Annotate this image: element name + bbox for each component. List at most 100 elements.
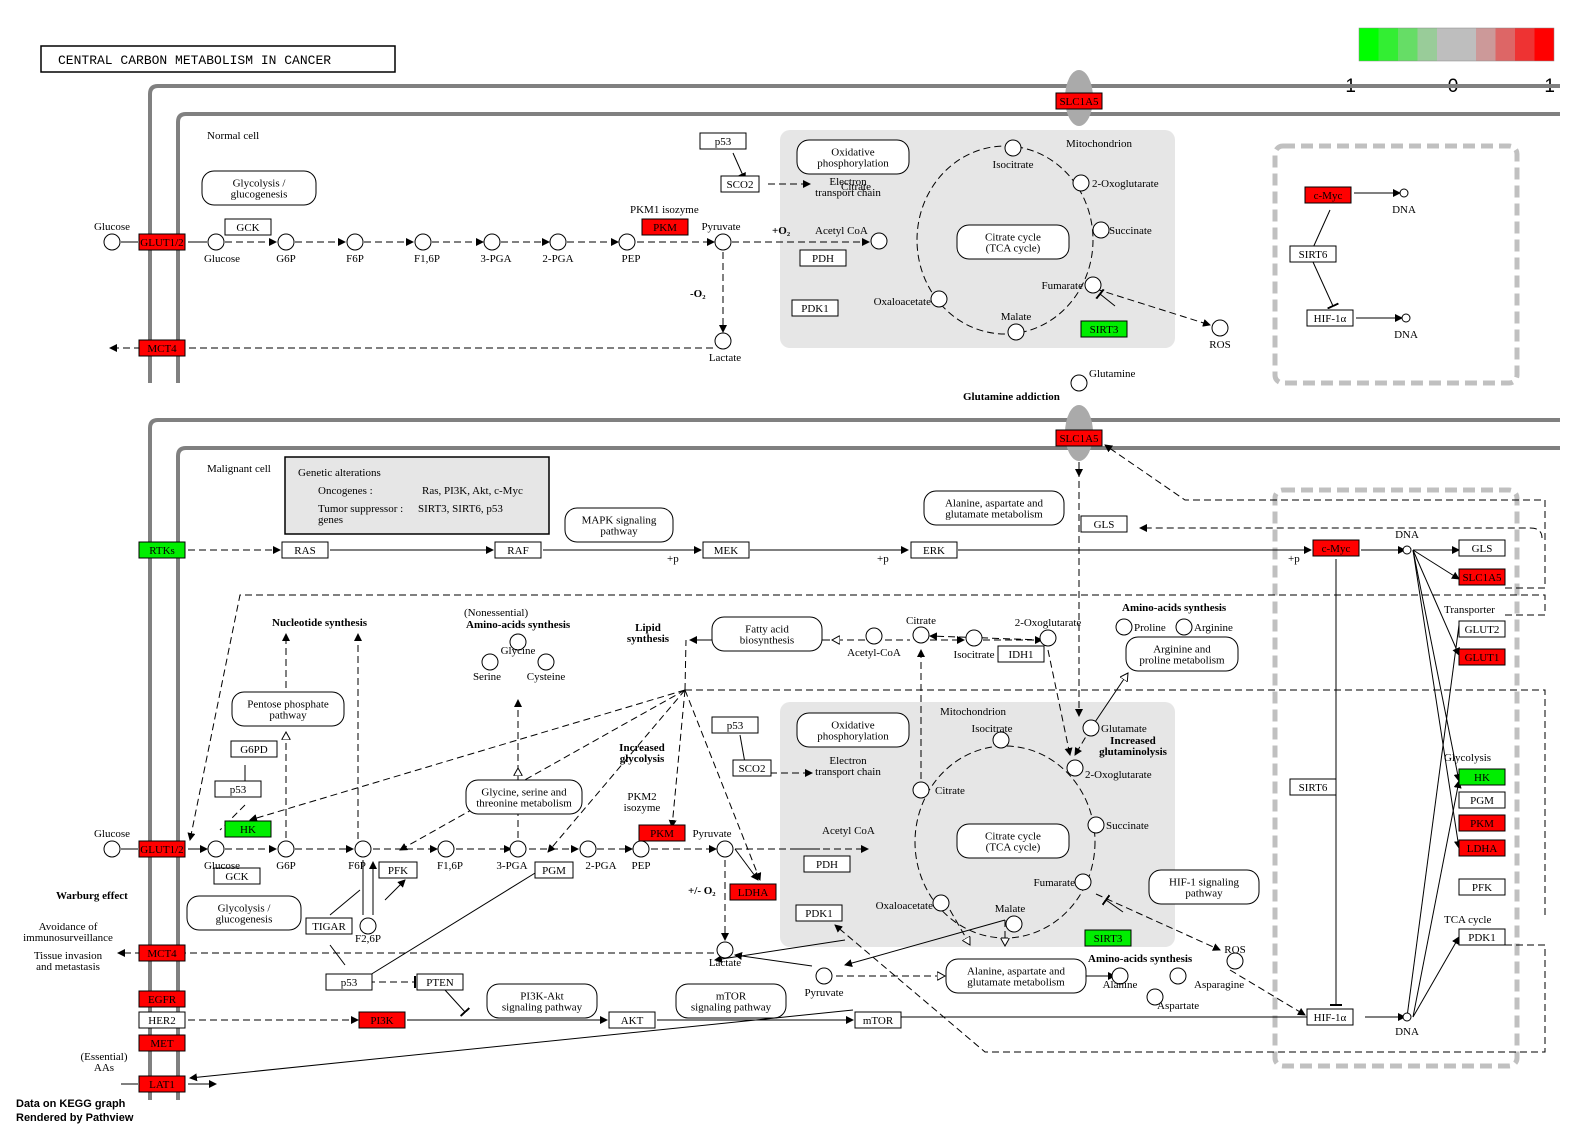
compound-alanine[interactable]: Alanine	[1103, 967, 1138, 991]
gene-pkm[interactable]: PKM	[641, 218, 689, 236]
gene-hk[interactable]: HK	[224, 820, 272, 838]
gene-pgm[interactable]: PGM	[1458, 791, 1506, 809]
gene-glut1-2[interactable]: GLUT1/2	[138, 233, 186, 251]
compound-cysteine[interactable]: Cysteine	[527, 653, 566, 683]
compound-citrate[interactable]: Citrate	[841, 181, 888, 250]
compound-glutamate[interactable]: Glutamate	[1082, 719, 1147, 737]
gene-erk[interactable]: ERK	[910, 541, 958, 559]
gene-slc1a5[interactable]: SLC1A5	[1055, 92, 1103, 110]
gene-glut1-2[interactable]: GLUT1/2	[138, 840, 186, 858]
compound-aspartate[interactable]: Aspartate	[1146, 988, 1199, 1012]
map-citrate-cycle[interactable]: Citrate cycle(TCA cycle)	[956, 224, 1070, 260]
gene-rtks[interactable]: RTKs	[138, 541, 186, 559]
compound-fumarate[interactable]: Fumarate	[1033, 873, 1092, 891]
compound-f6p[interactable]: F6P	[348, 840, 372, 872]
gene-p53[interactable]: p53	[325, 973, 373, 991]
compound-malate[interactable]: Malate	[1001, 311, 1032, 341]
gene-hif-1[interactable]: HIF-1α	[1306, 1008, 1354, 1026]
gene-met[interactable]: MET	[138, 1034, 186, 1052]
compound-2-pga[interactable]: 2-PGA	[542, 233, 574, 265]
gene-sco2[interactable]: SCO2	[732, 759, 772, 777]
compound-glutamine[interactable]: Glutamine	[1070, 368, 1136, 392]
gene-pdh[interactable]: PDH	[803, 855, 851, 873]
compound-arginine[interactable]: Arginine	[1175, 618, 1233, 636]
gene-gls[interactable]: GLS	[1080, 515, 1128, 533]
gene-sirt6[interactable]: SIRT6	[1289, 245, 1337, 263]
compound-f6p[interactable]: F6P	[346, 233, 364, 265]
gene-sco2[interactable]: SCO2	[720, 175, 760, 193]
compound-pep[interactable]: PEP	[618, 233, 640, 265]
compound-pyruvate[interactable]: Pyruvate	[692, 828, 734, 858]
compound-3-pga[interactable]: 3-PGA	[480, 233, 512, 265]
compound-isocitrate[interactable]: Isocitrate	[954, 629, 995, 661]
compound-g6p[interactable]: G6P	[276, 840, 296, 872]
gene-akt[interactable]: AKT	[608, 1011, 656, 1029]
compound-g6p[interactable]: G6P	[276, 233, 296, 265]
gene-ldha[interactable]: LDHA	[729, 883, 777, 901]
compound-fumarate[interactable]: Fumarate	[1041, 276, 1102, 294]
compound-asparagine[interactable]: Asparagine	[1169, 967, 1244, 991]
compound-ros[interactable]: ROS	[1224, 944, 1246, 970]
gene-slc1a5[interactable]: SLC1A5	[1458, 568, 1506, 586]
gene-gck[interactable]: GCK	[224, 218, 272, 236]
compound-dna[interactable]: DNA	[1395, 1012, 1419, 1038]
gene-mct4[interactable]: MCT4	[138, 944, 186, 962]
gene-glut2[interactable]: GLUT2	[1458, 620, 1506, 638]
compound-succinate[interactable]: Succinate	[1087, 816, 1149, 834]
gene-mek[interactable]: MEK	[702, 541, 750, 559]
compound-oxaloacetate[interactable]: Oxaloacetate	[874, 290, 948, 308]
compound-2-oxoglutarate[interactable]: 2-Oxoglutarate	[1072, 174, 1159, 192]
compound-isocitrate[interactable]: Isocitrate	[993, 139, 1034, 171]
gene-pdk1[interactable]: PDK1	[791, 299, 839, 317]
compound-dna[interactable]: DNA	[1394, 313, 1418, 341]
gene-sirt3[interactable]: SIRT3	[1080, 320, 1128, 338]
gene-glut1[interactable]: GLUT1	[1458, 648, 1506, 666]
compound-pyruvate[interactable]: Pyruvate	[701, 221, 741, 251]
gene-mct4[interactable]: MCT4	[138, 339, 186, 357]
gene-p53[interactable]: p53	[214, 780, 262, 798]
compound-f1-6p[interactable]: F1,6P	[414, 233, 440, 265]
compound-2-oxoglutarate[interactable]: 2-Oxoglutarate	[1015, 617, 1082, 647]
compound-lactate[interactable]: Lactate	[709, 941, 741, 969]
gene-gck[interactable]: GCK	[213, 867, 261, 885]
gene-c-myc[interactable]: c-Myc	[1304, 186, 1352, 204]
gene-tigar[interactable]: TIGAR	[305, 917, 353, 935]
compound-f2-6p[interactable]: F2,6P	[355, 917, 381, 945]
gene-her2[interactable]: HER2	[138, 1011, 186, 1029]
compound-serine[interactable]: Serine	[473, 653, 501, 683]
gene-egfr[interactable]: EGFR	[138, 990, 186, 1008]
compound-2-pga[interactable]: 2-PGA	[579, 840, 617, 872]
compound-acetyl-coa[interactable]: Acetyl-CoA	[847, 627, 901, 659]
compound-dna[interactable]: DNA	[1392, 188, 1416, 216]
compound-glucose[interactable]: Glucose	[94, 221, 130, 251]
gene-pi3k[interactable]: PI3K	[358, 1011, 406, 1029]
compound-citrate[interactable]: Citrate	[906, 615, 936, 644]
gene-sirt6[interactable]: SIRT6	[1289, 778, 1337, 796]
compound-ros[interactable]: ROS	[1209, 319, 1231, 351]
gene-gls[interactable]: GLS	[1458, 539, 1506, 557]
compound-isocitrate[interactable]: Isocitrate	[972, 723, 1013, 749]
compound-proline[interactable]: Proline	[1115, 618, 1166, 636]
compound-dna[interactable]: DNA	[1395, 529, 1419, 555]
gene-ldha[interactable]: LDHA	[1458, 839, 1506, 857]
gene-pgm[interactable]: PGM	[534, 861, 574, 879]
compound-glycine[interactable]: Glycine	[501, 633, 536, 657]
gene-pkm[interactable]: PKM	[1458, 814, 1506, 832]
gene-g6pd[interactable]: G6PD	[230, 740, 278, 758]
gene-c-myc[interactable]: c-Myc	[1312, 539, 1360, 557]
gene-hk[interactable]: HK	[1458, 768, 1506, 786]
compound-malate[interactable]: Malate	[995, 903, 1026, 933]
map-glycolysis[interactable]: Glycolysis /glucogenesis	[201, 170, 317, 206]
compound-pep[interactable]: PEP	[632, 840, 651, 872]
gene-ras[interactable]: RAS	[281, 541, 329, 559]
compound-3-pga[interactable]: 3-PGA	[496, 840, 528, 872]
compound-citrate[interactable]: Citrate	[912, 781, 965, 799]
gene-p53[interactable]: p53	[699, 132, 747, 150]
